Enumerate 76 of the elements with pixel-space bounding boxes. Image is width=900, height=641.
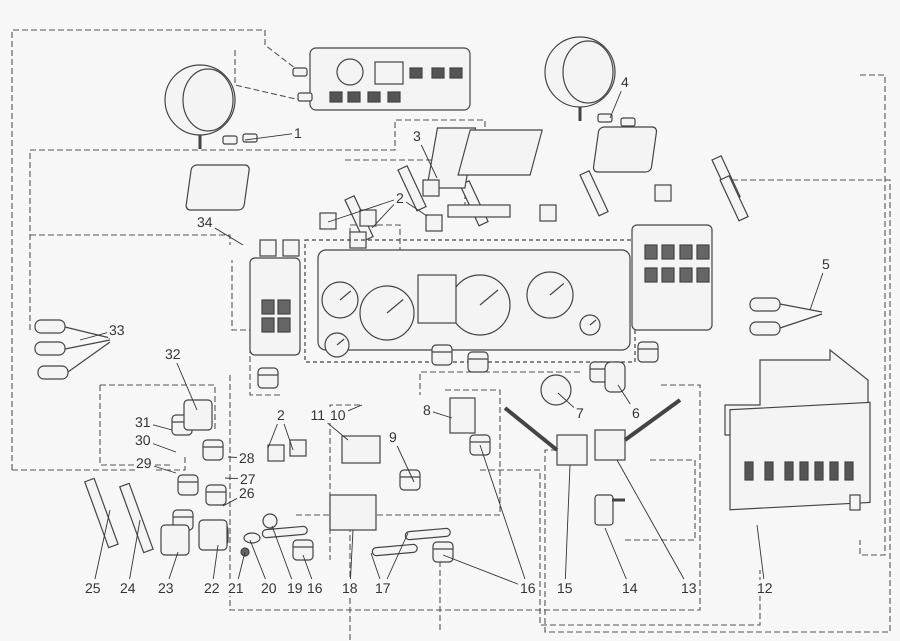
callout-number: 17 [374,580,392,596]
callout-number: 10 [329,407,347,423]
leader-line [564,464,570,580]
callout-number: 4 [620,74,630,90]
callout-number: 20 [260,580,278,596]
leader-line [152,443,176,452]
leader-line [350,530,354,580]
leader-line [154,466,176,474]
callout-number: 31 [134,414,152,430]
leader-line [442,554,518,585]
leader-line [616,460,684,580]
callout-number: 16 [519,580,537,596]
callout-number: 26 [238,485,256,501]
leader-line [224,478,238,480]
callout-number: 23 [157,580,175,596]
callout-number: 13 [680,580,698,596]
callout-number: 2 [395,190,405,206]
leader-line [432,411,452,418]
callout-number: 34 [196,214,214,230]
callout-number: 32 [164,346,182,362]
leader-line [268,424,278,448]
leader-line [238,552,246,580]
callout-number: 6 [631,405,641,421]
leader-line [406,202,428,216]
leader-line [222,498,238,506]
callout-number: 12 [756,580,774,596]
callout-number: 21 [227,580,245,596]
leader-line [396,446,414,482]
callout-number: 16 [306,580,324,596]
leader-line [386,532,408,580]
callout-number: 1 [293,125,303,141]
leader-line [372,204,394,228]
leader-line [370,552,380,580]
callout-number: 11 [310,407,326,423]
callout-number: 2 [276,407,286,423]
leader-line [214,228,244,246]
leader-line [168,552,178,580]
leader-line [327,422,348,440]
callout-number: 9 [388,429,398,445]
leader-line [302,554,312,580]
callout-number: 14 [621,580,639,596]
leader-line [810,272,824,310]
leader-line [420,144,438,178]
leader-line [328,200,394,222]
callout-number: 25 [84,580,102,596]
leader-line [152,424,172,430]
callout-number: 29 [135,455,153,471]
leader-line [244,133,292,140]
callout-number: 3 [412,128,422,144]
leader-line [284,424,294,450]
callout-number: 7 [575,405,585,421]
leader-line [250,540,266,580]
leader-line [480,444,526,580]
leader-line [604,528,627,580]
leader-line [176,362,198,410]
leader-line [80,332,108,340]
callout-number: 33 [108,322,126,338]
callout-number: 24 [119,580,137,596]
callout-number: 22 [203,580,221,596]
leader-line [348,404,362,412]
leader-line [94,510,110,580]
callout-number: 19 [286,580,304,596]
leader-line [228,456,238,458]
leader-line [212,544,218,580]
callout-number: 5 [821,256,831,272]
leader-line [756,524,764,580]
leader-line [610,90,622,118]
callout-number: 30 [134,432,152,448]
leader-line [618,384,631,404]
callout-number: 28 [238,450,256,466]
leader-line [272,526,292,580]
callout-number: 15 [556,580,574,596]
leader-line [129,520,140,580]
callout-number: 8 [422,402,432,418]
leader-line [558,392,574,408]
callout-number: 18 [341,580,359,596]
